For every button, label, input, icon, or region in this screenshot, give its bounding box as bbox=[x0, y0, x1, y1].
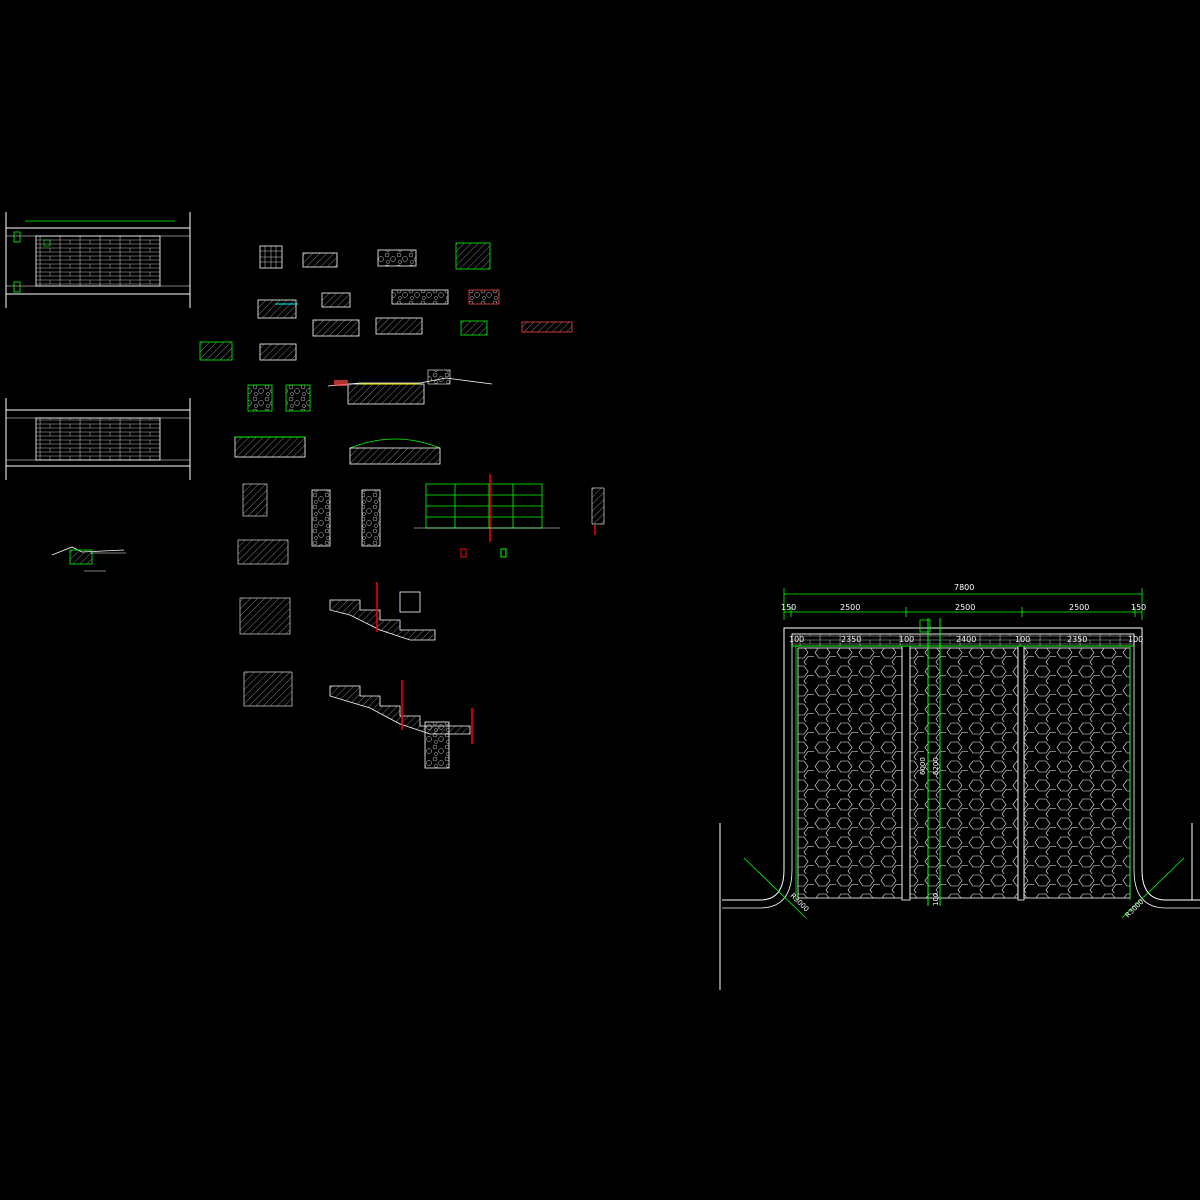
dim-top-3: 2500 bbox=[1069, 603, 1089, 612]
retaining-wall-section bbox=[247, 369, 493, 412]
step-details-small bbox=[237, 539, 293, 707]
dim-bottom-100: 100 bbox=[932, 893, 940, 906]
dim-top-2: 2500 bbox=[955, 603, 975, 612]
column-details bbox=[242, 483, 381, 547]
main-plan: 7800 150 2500 2500 2500 150 100 2350 100… bbox=[719, 583, 1200, 990]
fence-elevation bbox=[414, 474, 605, 558]
dim-inner-6: 100 bbox=[1128, 635, 1143, 644]
hex-paving-panel-right bbox=[1023, 647, 1131, 899]
paving-plan-bottom bbox=[5, 398, 191, 480]
curb-detail-left bbox=[51, 546, 126, 572]
stair-section-2 bbox=[329, 680, 473, 769]
paving-plan-top bbox=[5, 212, 191, 308]
dim-top-4: 150 bbox=[1131, 603, 1146, 612]
section-details-row3 bbox=[312, 317, 573, 337]
radius-label-right: R3000 bbox=[1124, 898, 1146, 920]
section-details-row1 bbox=[302, 242, 491, 270]
section-details-row2 bbox=[257, 289, 500, 319]
dim-vertical-6000: 6000 bbox=[919, 757, 927, 775]
dim-overall-width: 7800 bbox=[954, 583, 974, 592]
stair-section-1 bbox=[329, 582, 436, 641]
dim-top-1: 2500 bbox=[840, 603, 860, 612]
section-details-row4 bbox=[199, 341, 297, 361]
hex-paving-panel-left bbox=[797, 647, 903, 899]
dim-vertical-6200: 6200 bbox=[932, 757, 940, 775]
section-long-1 bbox=[234, 436, 306, 458]
dim-top-0: 150 bbox=[781, 603, 796, 612]
section-arch bbox=[349, 438, 441, 465]
detail-grid-tile bbox=[259, 245, 283, 269]
